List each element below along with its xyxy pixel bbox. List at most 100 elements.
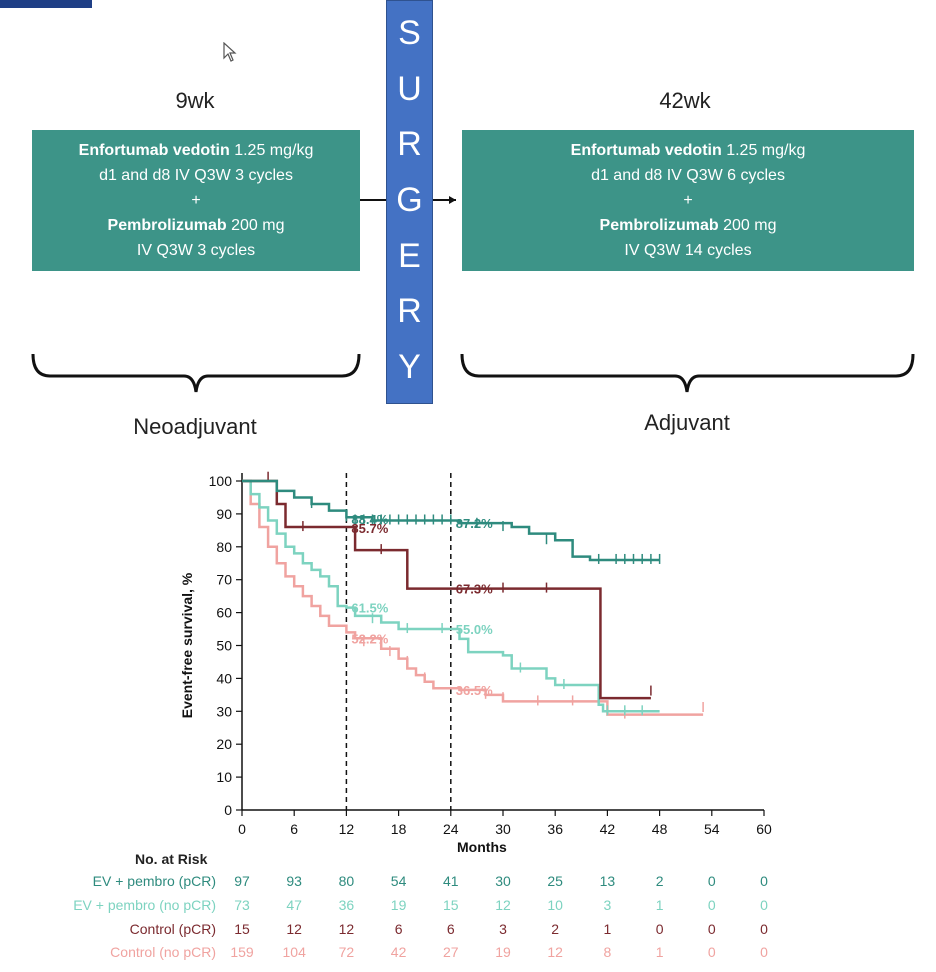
adjuvant-schedule1: d1 and d8 IV Q3W 6 cycles [591,167,785,184]
risk-cell: 19 [390,897,407,913]
x-tick-label: 6 [290,821,298,837]
risk-cell: 0 [760,944,768,960]
risk-cell: 3 [499,921,507,937]
risk-cell: 15 [234,921,250,937]
risk-cell: 30 [495,873,511,889]
risk-cell: 1 [603,921,612,937]
risk-cell: 13 [599,873,616,889]
risk-cell: 25 [547,873,563,889]
risk-cell: 80 [338,873,355,889]
y-tick-label: 40 [216,670,232,686]
risk-row-label: Control (pCR) [129,921,216,937]
neoadjuvant-plus: + [191,192,201,209]
surgery-letter-4: E [398,236,421,275]
y-tick-label: 60 [216,605,232,621]
x-tick-label: 30 [495,821,511,837]
y-tick-label: 100 [209,473,233,489]
risk-row-label: EV + pembro (pCR) [92,873,216,889]
surgery-letter-0: S [398,13,421,52]
neoadjuvant-schedule1: d1 and d8 IV Q3W 3 cycles [99,167,293,184]
survival-annotation: 88.4% [351,512,388,527]
risk-cell: 2 [655,873,664,889]
risk-cell: 1 [655,944,664,960]
risk-cell: 12 [547,944,563,960]
x-tick-label: 12 [339,821,355,837]
risk-cell: 6 [394,921,403,937]
neoadjuvant-schedule2: IV Q3W 3 cycles [136,242,256,259]
neoadjuvant-drug2: Pembrolizumab [107,217,227,234]
adjuvant-regimen-box: Enfortumab vedotin 1.25 mg/kg d1 and d8 … [462,130,914,271]
risk-cell: 36 [338,897,355,913]
risk-cell: 10 [547,897,563,913]
surgery-letter-1: U [397,69,422,108]
adjuvant-duration: 42wk [659,88,711,113]
risk-cell: 159 [230,944,254,960]
km-line-series-0 [242,479,660,562]
x-tick-label: 24 [443,821,459,837]
risk-cell: 12 [495,897,511,913]
y-tick-label: 90 [216,506,232,522]
survival-annotation: 61.5% [351,601,388,616]
risk-row-label: EV + pembro (no pCR) [73,897,216,913]
neoadjuvant-label: Neoadjuvant [133,414,257,439]
surgery-letter-5: R [397,292,422,331]
x-tick-label: 42 [600,821,616,837]
risk-cell: 54 [390,873,407,889]
y-axis-label: Event-free survival, % [179,572,195,718]
risk-cell: 1 [655,897,664,913]
x-tick-label: 60 [756,821,772,837]
adjuvant-dose2: 200 mg [718,217,777,234]
adjuvant-drug2: Pembrolizumab [599,217,719,234]
risk-cell: 2 [551,921,560,937]
y-tick-label: 20 [216,736,232,752]
y-tick-label: 30 [216,703,232,719]
x-tick-label: 0 [238,821,246,837]
risk-cell: 72 [338,944,355,960]
adjuvant-plus: + [683,192,693,209]
neoadjuvant-dose1: 1.25 mg/kg [229,142,314,159]
risk-cell: 12 [286,921,302,937]
km-line-series-1 [242,479,660,713]
risk-cell: 12 [338,921,355,937]
survival-annotation: 36.5% [456,683,493,698]
risk-cell: 15 [443,897,459,913]
neoadjuvant-drug1: Enfortumab vedotin [78,142,230,159]
y-tick-label: 80 [216,539,232,555]
risk-cell: 47 [286,897,302,913]
adjuvant-schedule2: IV Q3W 14 cycles [624,242,752,259]
risk-cell: 42 [390,944,407,960]
risk-cell: 6 [446,921,455,937]
risk-row-label: Control (no pCR) [110,944,216,960]
x-tick-label: 18 [391,821,407,837]
risk-cell: 0 [707,944,716,960]
risk-cell: 0 [760,921,768,937]
risk-cell: 104 [282,944,306,960]
risk-cell: 0 [655,921,664,937]
adjuvant-label: Adjuvant [644,410,730,435]
schema-connectors [31,196,915,393]
risk-cell: 0 [760,897,768,913]
survival-annotation: 87.2% [456,516,493,531]
neoadjuvant-dose2: 200 mg [226,217,285,234]
x-axis-label: Months [457,839,507,855]
adjuvant-drug1: Enfortumab vedotin [570,142,722,159]
survival-annotation: 52.2% [351,631,388,646]
risk-cell: 3 [603,897,612,913]
risk-table-title: No. at Risk [135,851,208,867]
adjuvant-brace [460,353,915,393]
km-line-series-2 [242,479,651,700]
y-tick-label: 50 [216,638,232,654]
y-tick-label: 10 [216,769,232,785]
neoadjuvant-brace [31,353,361,393]
risk-cell: 0 [707,897,716,913]
risk-cell: 97 [234,873,250,889]
y-tick-label: 70 [216,572,232,588]
arrow-head-icon [449,196,456,204]
surgery-letter-6: Y [398,348,421,387]
surgery-letter-3: G [396,180,423,219]
logo-fragment [0,0,92,8]
mouse-cursor-icon [223,42,237,62]
x-tick-label: 54 [704,821,720,837]
